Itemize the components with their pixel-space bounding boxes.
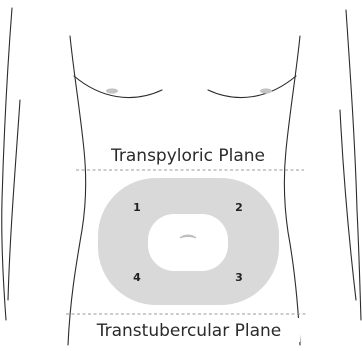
left-arm-outline <box>2 8 12 320</box>
right-torso-outline <box>284 36 300 345</box>
left-nipple <box>106 88 118 93</box>
quadrant-1-label: 1 <box>133 201 141 214</box>
quadrant-4-label: 4 <box>133 271 141 284</box>
left-arm-inner-outline <box>8 100 20 300</box>
left-pectoral-line <box>74 76 162 98</box>
transpyloric-plane-label: Transpyloric Plane <box>110 146 265 166</box>
quadrant-3-label: 3 <box>235 271 243 284</box>
transtubercular-plane-label: Transtubercular Plane <box>96 321 282 341</box>
umbilical-region <box>148 214 228 271</box>
right-nipple <box>260 88 272 93</box>
right-pectoral-line <box>208 76 296 98</box>
quadrant-2-label: 2 <box>235 201 243 214</box>
